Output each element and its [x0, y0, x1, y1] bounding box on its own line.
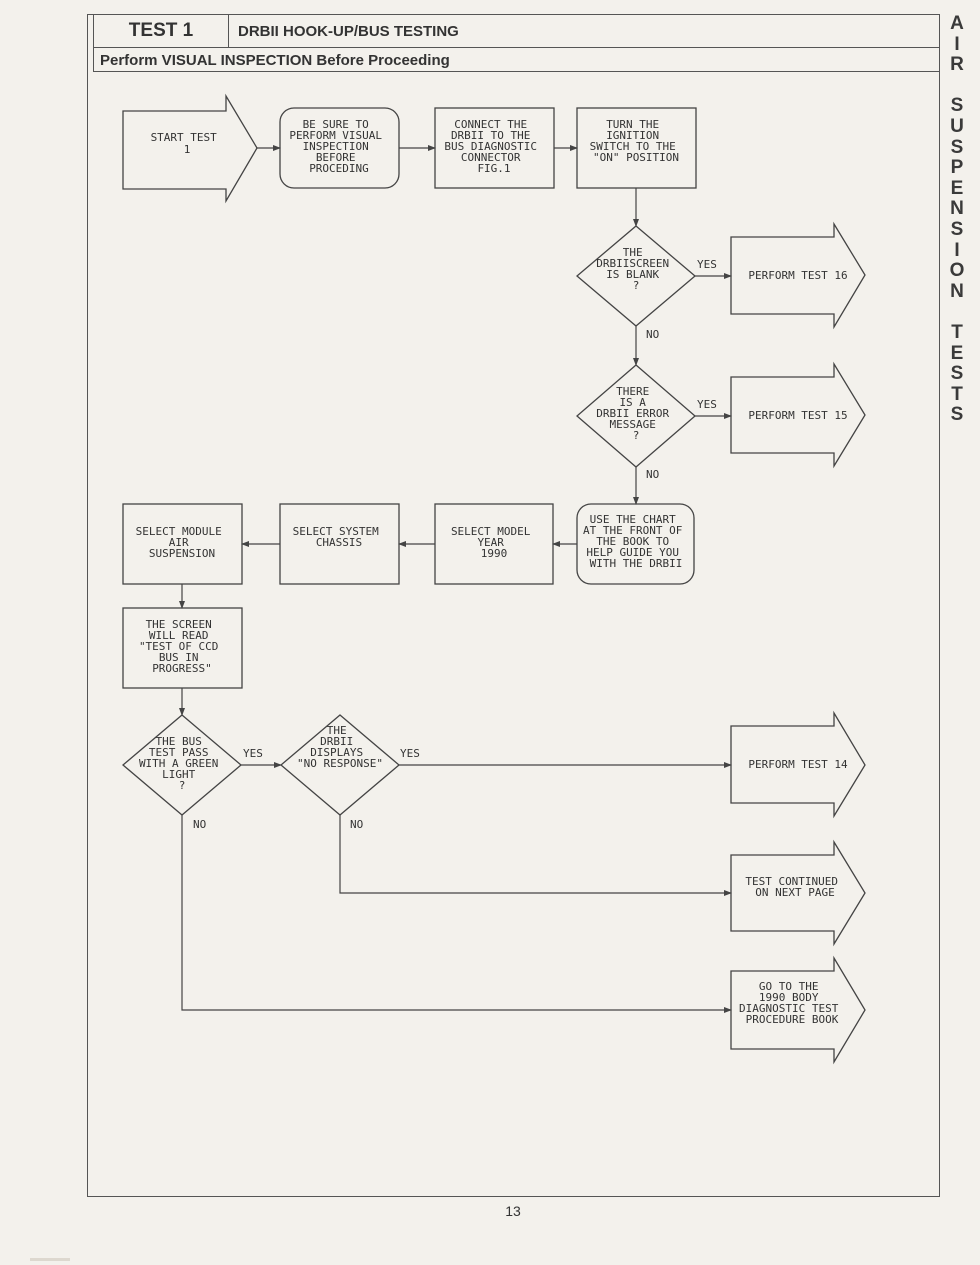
start-text: START TEST 1 [151, 131, 224, 156]
no-label: NO [646, 328, 659, 341]
side-tab-letter: T [951, 383, 963, 405]
ignition-text: TURN THE IGNITION SWITCH TO THE "ON" POS… [590, 118, 683, 164]
header-row [93, 14, 940, 48]
no-response-text: THE DRBII DISPLAYS "NO RESPONSE" [297, 724, 383, 770]
chart-text: USE THE CHART AT THE FRONT OF THE BOOK T… [583, 513, 689, 570]
yes-label: YES [697, 258, 717, 271]
blank-screen-text: THE DRBIISCREEN IS BLANK ? [596, 246, 675, 292]
error-message-text: THERE IS A DRBII ERROR MESSAGE ? [596, 385, 675, 442]
yes-label: YES [243, 747, 263, 760]
test16-arrow-shape [730, 221, 866, 330]
no-label: NO [646, 468, 659, 481]
side-tab-letter: S [950, 363, 964, 385]
page-number: 13 [505, 1203, 521, 1219]
yes-label: YES [400, 747, 420, 760]
goto-text: GO TO THE 1990 BODY DIAGNOSTIC TEST PROC… [739, 980, 845, 1026]
side-tab-letter: S [950, 218, 964, 240]
continued-arrow-shape [730, 839, 866, 947]
side-tab-letter: P [950, 157, 964, 179]
yes-label: YES [697, 398, 717, 411]
no-label: NO [350, 818, 363, 831]
connect-text: CONNECT THE DRBII TO THE BUS DIAGNOSTIC … [444, 118, 543, 175]
bus-test-text: THE BUS TEST PASS WITH A GREEN LIGHT ? [139, 735, 225, 792]
no-label: NO [193, 818, 206, 831]
side-tab-letter: E [950, 177, 964, 199]
test15-text: PERFORM TEST 15 [748, 409, 847, 422]
test14-arrow-shape [730, 710, 866, 819]
test15-arrow-shape [730, 361, 866, 469]
page-subtitle: Perform VISUAL INSPECTION Before Proceed… [100, 52, 450, 69]
side-tab-letter: S [950, 404, 964, 426]
side-tab: A I R S U S P E N S I O N T E S T S [946, 13, 968, 426]
side-tab-letter: O [949, 260, 965, 282]
side-tab-letter: N [950, 198, 964, 220]
screen-text: THE SCREEN WILL READ "TEST OF CCD BUS IN… [139, 618, 225, 675]
system-text: SELECT SYSTEM CHASSIS [293, 525, 386, 549]
module-text: SELECT MODULE AIR SUSPENSION [136, 525, 229, 560]
side-tab-letter: U [950, 115, 964, 137]
side-tab-letter: R [950, 54, 964, 76]
model-year-text: SELECT MODEL YEAR 1990 [451, 525, 537, 560]
test16-text: PERFORM TEST 16 [748, 269, 847, 282]
side-tab-letter: S [950, 95, 964, 117]
continued-text: TEST CONTINUED ON NEXT PAGE [745, 875, 844, 899]
page-frame [87, 14, 940, 1197]
page-title: DRBII HOOK-UP/BUS TESTING [238, 23, 459, 40]
side-tab-letter: E [950, 342, 964, 364]
scan-artifact [30, 1258, 70, 1261]
connector [181, 815, 732, 1013]
test14-text: PERFORM TEST 14 [748, 758, 848, 771]
side-tab-letter: A [950, 13, 964, 34]
test-number-label: TEST 1 [93, 14, 229, 47]
start-arrow-shape [122, 93, 258, 204]
visual-inspection-text: BE SURE TO PERFORM VISUAL INSPECTION BEF… [289, 118, 388, 175]
goto-arrow-shape [730, 955, 866, 1065]
side-tab-letter: I [954, 239, 960, 261]
connector [339, 815, 732, 896]
side-tab-letter: I [954, 33, 960, 55]
side-tab-letter: S [950, 136, 964, 158]
side-tab-letter: T [951, 321, 963, 343]
side-tab-letter: N [950, 280, 964, 302]
subheader-row [93, 48, 940, 72]
